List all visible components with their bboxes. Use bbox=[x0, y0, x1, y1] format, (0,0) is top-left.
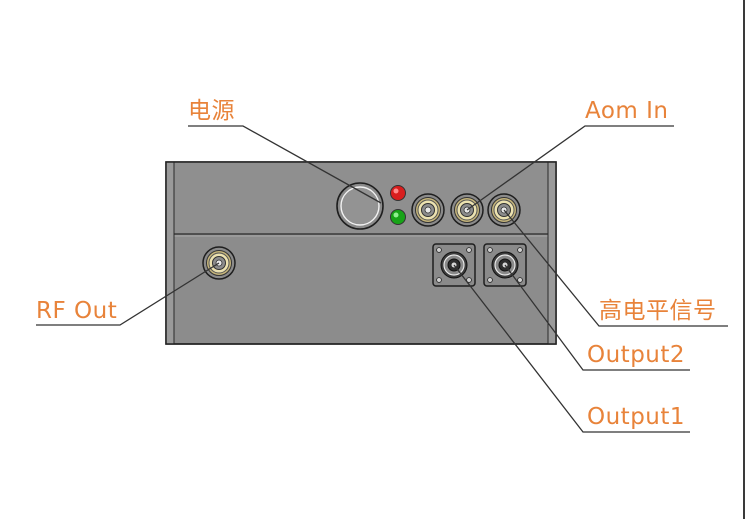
red-led-icon bbox=[390, 185, 406, 201]
label-power: 电源 bbox=[188, 98, 235, 124]
leader-output1 bbox=[453, 264, 690, 433]
label-output2: Output2 bbox=[587, 342, 686, 368]
leader-power bbox=[188, 125, 382, 204]
green-led-icon bbox=[390, 209, 406, 225]
image-border-right bbox=[743, 0, 745, 519]
label-output1: Output1 bbox=[587, 404, 686, 430]
enclosure-right-flange bbox=[547, 161, 557, 345]
leader-high-level bbox=[503, 209, 728, 327]
leader-aom-in bbox=[466, 125, 674, 211]
leader-lines bbox=[36, 125, 728, 433]
leader-rf-out bbox=[36, 262, 220, 326]
bnc-connector-icon bbox=[411, 193, 445, 227]
enclosure-outline bbox=[165, 161, 557, 345]
label-rf-out: RF Out bbox=[36, 298, 118, 324]
leader-output2 bbox=[504, 264, 690, 371]
power-switch-icon bbox=[336, 182, 384, 230]
label-high-level-signal: 高电平信号 bbox=[599, 298, 717, 324]
enclosure-left-flange bbox=[165, 161, 175, 345]
label-aom-in: Aom In bbox=[585, 98, 669, 124]
